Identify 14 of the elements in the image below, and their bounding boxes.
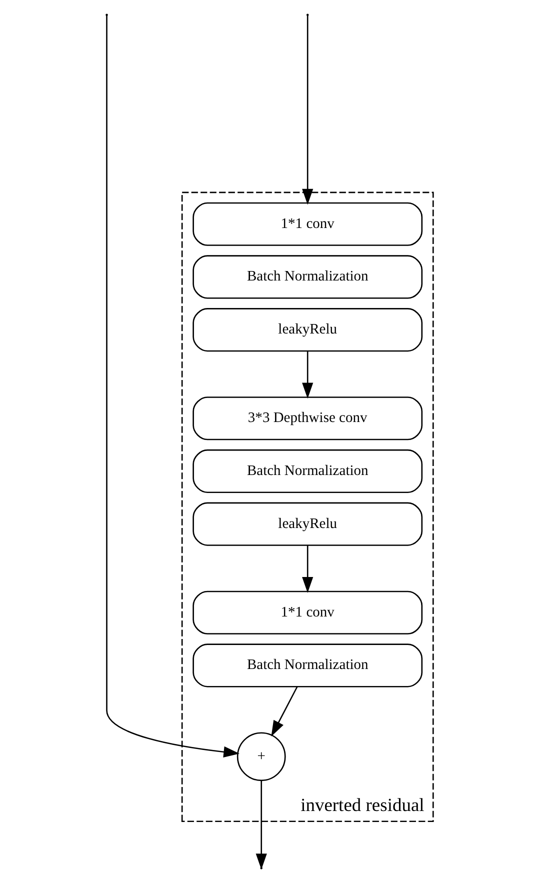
arrow — [302, 15, 313, 204]
node-box: Batch Normalization — [192, 643, 422, 687]
node-box: 1*1 conv — [192, 202, 422, 246]
node-box: 3*3 Depthwise conv — [192, 396, 422, 440]
arrow — [106, 15, 240, 757]
node-box: leakyRelu — [192, 502, 422, 546]
node-circle: + — [236, 732, 286, 781]
node-box: leakyRelu — [192, 308, 422, 352]
node-box: Batch Normalization — [192, 254, 422, 298]
arrow — [302, 544, 313, 592]
arrow — [302, 350, 313, 398]
node-box: 1*1 conv — [192, 590, 422, 634]
node-box: Batch Normalization — [192, 448, 422, 493]
arrow — [270, 686, 298, 736]
